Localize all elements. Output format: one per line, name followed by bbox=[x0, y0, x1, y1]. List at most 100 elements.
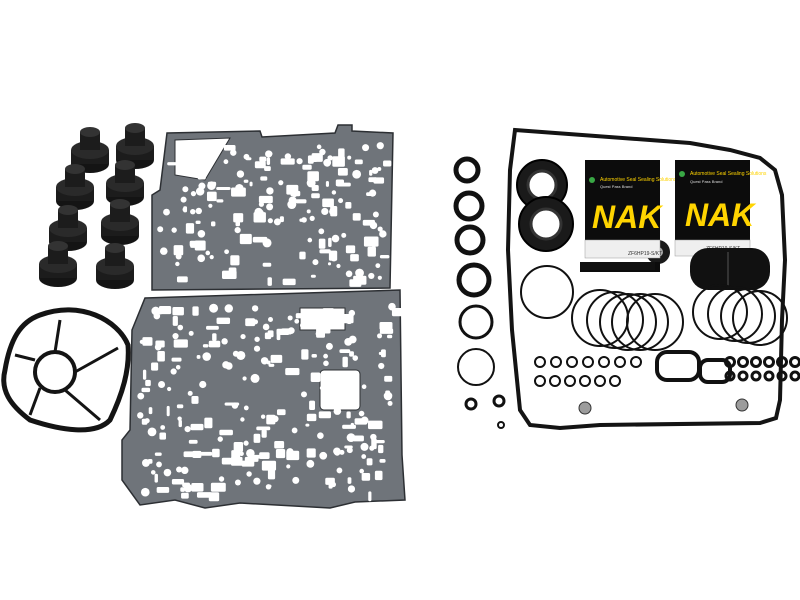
gasket-slot bbox=[322, 308, 335, 312]
gasket-slot bbox=[196, 354, 201, 359]
gasket-hole bbox=[153, 312, 161, 320]
gasket-slot bbox=[197, 170, 206, 180]
gasket-slot bbox=[286, 450, 300, 461]
small-o-ring bbox=[564, 375, 576, 387]
gasket-hole bbox=[348, 309, 356, 317]
gasket-hole bbox=[181, 466, 189, 475]
gasket-slot bbox=[245, 318, 256, 327]
gasket-slot bbox=[378, 444, 384, 454]
gasket-hole bbox=[199, 380, 207, 389]
gasket-slot bbox=[243, 179, 249, 183]
small-o-ring bbox=[737, 370, 749, 382]
gasket-slot bbox=[262, 262, 272, 267]
gasket-slot bbox=[249, 181, 253, 187]
o-ring bbox=[457, 348, 495, 386]
small-o-ring bbox=[630, 356, 642, 368]
gasket-hole bbox=[167, 386, 172, 392]
gasket-slot bbox=[318, 411, 331, 419]
gasket-hole bbox=[319, 385, 324, 390]
gasket-hole bbox=[383, 391, 393, 401]
gasket-slot bbox=[383, 160, 392, 167]
gasket-hole bbox=[246, 471, 252, 477]
gasket-slot bbox=[270, 354, 283, 363]
gasket-slot bbox=[259, 156, 267, 162]
gasket-slot bbox=[344, 372, 357, 377]
gasket-slot bbox=[295, 199, 307, 204]
gasket-hole bbox=[333, 447, 341, 456]
gasket-hole bbox=[306, 209, 311, 214]
gasket-slot bbox=[349, 351, 354, 357]
gasket-slot bbox=[261, 460, 277, 471]
gasket-slot bbox=[369, 169, 373, 176]
nak-card-1-code: ZF6HP19-S/KT bbox=[628, 251, 662, 257]
gasket-slot bbox=[142, 337, 153, 346]
gasket-slot bbox=[145, 379, 151, 387]
filter-cap bbox=[49, 205, 87, 251]
gasket-hole bbox=[368, 272, 375, 280]
filter-cap bbox=[56, 164, 94, 210]
gasket-hole bbox=[242, 376, 247, 381]
gasket-hole bbox=[236, 170, 245, 178]
gasket-hole bbox=[177, 324, 184, 331]
nak-card-2-brand: NAK bbox=[685, 197, 757, 233]
o-ring bbox=[456, 262, 492, 298]
gasket-hole bbox=[175, 161, 182, 168]
gasket-slot bbox=[264, 332, 272, 340]
gasket-hole bbox=[202, 352, 212, 361]
solenoid-seal bbox=[698, 358, 732, 384]
gasket-hole bbox=[358, 410, 365, 417]
gasket-hole bbox=[190, 208, 196, 215]
gasket-hole bbox=[315, 330, 323, 337]
gasket-hole bbox=[346, 447, 353, 454]
gasket-hole bbox=[359, 468, 365, 474]
gasket-slot bbox=[310, 372, 321, 383]
gasket-slot bbox=[340, 313, 354, 324]
gasket-slot bbox=[173, 339, 188, 348]
gasket-slot bbox=[190, 423, 204, 431]
small-o-ring bbox=[776, 356, 788, 368]
gasket-slot bbox=[260, 176, 268, 181]
gasket-hole bbox=[177, 416, 182, 421]
gasket-slot bbox=[319, 249, 331, 254]
gasket-slot bbox=[147, 458, 153, 464]
gasket-hole bbox=[346, 433, 356, 442]
small-o-ring bbox=[609, 375, 621, 387]
gasket-hole bbox=[377, 333, 383, 339]
gasket-hole bbox=[287, 315, 293, 321]
gasket-slot bbox=[192, 450, 202, 458]
small-o-ring bbox=[549, 375, 561, 387]
gasket-slot bbox=[379, 322, 393, 330]
gasket-hole bbox=[338, 198, 344, 204]
gasket-hole bbox=[318, 228, 325, 235]
gasket-hole bbox=[188, 330, 194, 336]
nak-card-1-brand: NAK bbox=[592, 199, 664, 235]
gasket-hole bbox=[329, 208, 336, 215]
gasket-slot bbox=[274, 441, 285, 449]
gasket-hole bbox=[387, 400, 393, 406]
gasket-hole bbox=[306, 459, 315, 468]
gasket-hole bbox=[253, 319, 259, 325]
gasket-slot bbox=[368, 491, 372, 502]
gasket-hole bbox=[197, 229, 206, 238]
thin-seal-ring bbox=[586, 291, 644, 349]
gasket-hole bbox=[147, 427, 157, 437]
rubber-strip bbox=[580, 262, 655, 270]
small-o-ring bbox=[534, 356, 546, 368]
gasket-slot bbox=[334, 381, 343, 392]
gasket-slot bbox=[171, 479, 185, 485]
gasket-slot bbox=[191, 483, 204, 492]
gasket-hole bbox=[266, 187, 274, 195]
gasket-slot bbox=[379, 328, 394, 334]
gasket-slot bbox=[384, 375, 393, 382]
gasket-slot bbox=[178, 419, 182, 428]
gasket-hole bbox=[379, 230, 387, 238]
gasket-hole bbox=[265, 150, 273, 158]
gasket-hole bbox=[377, 166, 382, 171]
gasket-hole bbox=[253, 477, 261, 485]
gasket-slot bbox=[266, 157, 271, 166]
gasket-hole bbox=[262, 323, 270, 331]
gasket-hole bbox=[179, 153, 186, 161]
gasket-slot bbox=[266, 414, 276, 425]
gasket-hole bbox=[323, 360, 329, 367]
gasket-hole bbox=[208, 203, 213, 208]
